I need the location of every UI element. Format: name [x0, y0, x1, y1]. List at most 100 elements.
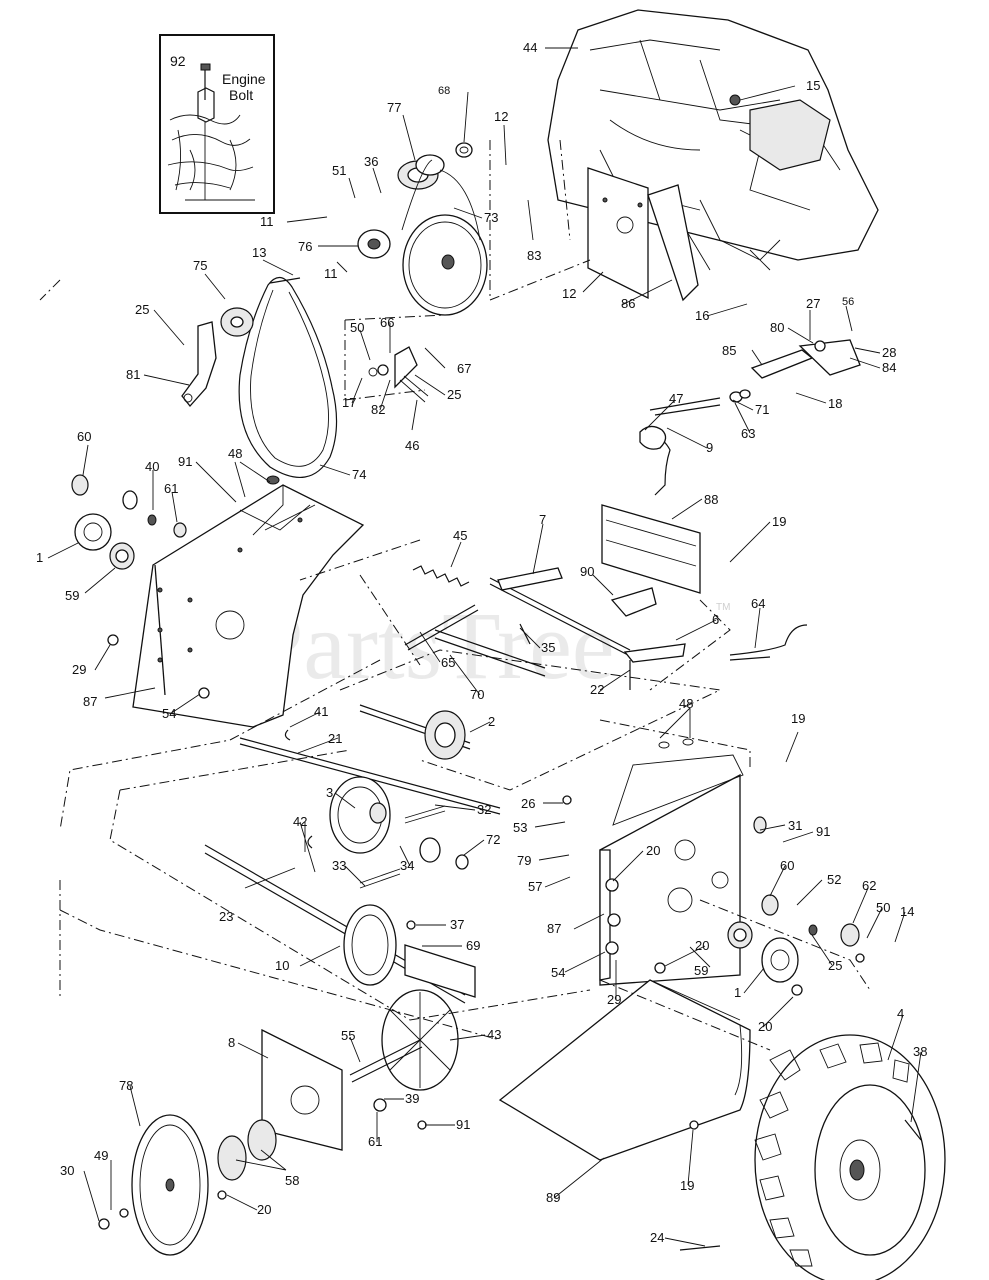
right-bearings: [654, 894, 865, 996]
part-callout: 81: [126, 367, 140, 382]
part-callout: 61: [368, 1134, 382, 1149]
part-callout: 20: [695, 938, 709, 953]
part-callout: 32: [477, 802, 491, 817]
impeller-assembly: [98, 989, 459, 1256]
part-callout: 63: [741, 426, 755, 441]
part-callout: 31: [788, 818, 802, 833]
left-frame: [132, 475, 365, 728]
part-callout: 77: [387, 100, 401, 115]
part-callout: 41: [314, 704, 328, 719]
part-callout: 21: [328, 731, 342, 746]
inset-label-engine: Engine: [222, 71, 266, 87]
part-callout: 73: [484, 210, 498, 225]
part-callout: 69: [466, 938, 480, 953]
part-callout: 46: [405, 438, 419, 453]
part-callout: 14: [900, 904, 914, 919]
part-callout: 29: [607, 992, 621, 1007]
inset-label-bolt: Bolt: [229, 87, 253, 103]
part-callout: 62: [862, 878, 876, 893]
part-callout: 82: [371, 402, 385, 417]
part-callout: 68: [438, 85, 450, 97]
part-callout: 19: [791, 711, 805, 726]
left-bearings: [71, 474, 210, 699]
part-callout: 84: [882, 360, 896, 375]
belt-and-pulleys: [238, 142, 488, 478]
part-callout: 10: [275, 958, 289, 973]
part-callout: 1: [734, 985, 741, 1000]
part-callout: 54: [162, 706, 176, 721]
part-callout: 53: [513, 820, 527, 835]
part-callout: 79: [517, 853, 531, 868]
part-callout: 11: [324, 266, 338, 281]
part-callout: 20: [257, 1202, 271, 1217]
inset-callout-92: 92: [170, 53, 186, 69]
part-callout: 64: [751, 596, 765, 611]
part-callout: 12: [562, 286, 576, 301]
part-callout: 7: [539, 512, 546, 527]
part-callout: 59: [694, 963, 708, 978]
part-callout: 16: [695, 308, 709, 323]
part-callout: 48: [679, 696, 693, 711]
part-callout: 6: [712, 612, 719, 627]
part-callout: 20: [758, 1019, 772, 1034]
part-callout: 20: [646, 843, 660, 858]
part-callout: 72: [486, 832, 500, 847]
part-callout: 22: [590, 682, 604, 697]
part-callout: 13: [252, 245, 266, 260]
part-callout: 54: [551, 965, 565, 980]
idler-arm-assembly: [181, 307, 254, 408]
part-callout: 50: [350, 320, 364, 335]
deflector-plate: [601, 504, 701, 617]
wheel: [679, 1034, 946, 1280]
part-callout: 78: [119, 1078, 133, 1093]
part-callout: 43: [487, 1027, 501, 1042]
part-callout: 35: [541, 640, 555, 655]
part-callout: 58: [285, 1173, 299, 1188]
part-callout: 61: [164, 481, 178, 496]
part-callout: 25: [135, 302, 149, 317]
part-callout: 66: [380, 315, 394, 330]
part-callout: 91: [178, 454, 192, 469]
part-callout: 44: [523, 40, 537, 55]
part-callout: 74: [352, 467, 366, 482]
drive-shafts: [204, 704, 572, 1004]
part-callout: 1: [36, 550, 43, 565]
part-callout: 48: [228, 446, 242, 461]
part-callout: 26: [521, 796, 535, 811]
part-callout: 40: [145, 459, 159, 474]
right-frame: [599, 738, 767, 986]
part-callout: 36: [364, 154, 378, 169]
part-callout: 37: [450, 917, 464, 932]
part-callout: 90: [580, 564, 594, 579]
part-callout: 27: [806, 296, 820, 311]
part-callout: 52: [827, 872, 841, 887]
part-callout: 23: [219, 909, 233, 924]
part-callout: 87: [547, 921, 561, 936]
part-callout: 87: [83, 694, 97, 709]
part-callout: 65: [441, 655, 455, 670]
leader-lines: [47, 47, 922, 1247]
chute-linkage: [639, 339, 861, 496]
part-callout: 42: [293, 814, 307, 829]
part-callout: 83: [527, 248, 541, 263]
part-callout: 24: [650, 1230, 664, 1245]
part-callout: 29: [72, 662, 86, 677]
part-callout: 25: [828, 958, 842, 973]
part-callout: 91: [816, 824, 830, 839]
part-callout: 18: [828, 396, 842, 411]
idler-bracket: [368, 346, 429, 403]
part-callout: 34: [400, 858, 414, 873]
part-callout: 3: [326, 785, 333, 800]
part-callout: 80: [770, 320, 784, 335]
part-callout: 19: [772, 514, 786, 529]
bottom-plate: [498, 979, 751, 1161]
part-callout: 30: [60, 1163, 74, 1178]
cable: [729, 624, 808, 661]
part-callout: 39: [405, 1091, 419, 1106]
part-callout: 75: [193, 258, 207, 273]
part-callout: 55: [341, 1028, 355, 1043]
part-callouts: 44 15 68 12 77 36 51 73 11 76 13 83 75 1…: [36, 40, 927, 1245]
part-callout: 17: [342, 395, 356, 410]
part-callout: 2: [488, 714, 495, 729]
